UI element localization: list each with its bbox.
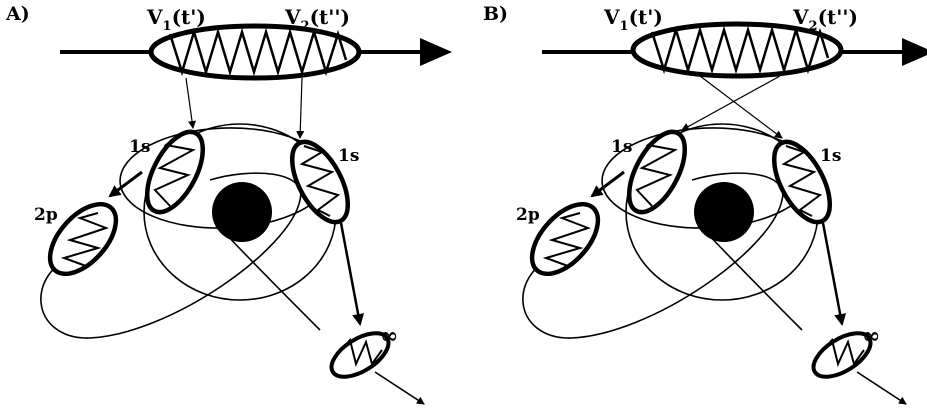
panel-a-arrow-v2 [296,77,305,139]
panel-b-v1-label: V1(t') [603,5,663,34]
panel-a-arrow-1s-2p [108,170,143,198]
panel-b-state-inf [811,331,873,379]
panel-b-arrow-v2 [699,75,783,139]
panel-b: B) V1(t') V2(t'') [483,3,927,405]
panel-a-v1-label: V1(t') [146,5,206,34]
panel-b-nucleus [694,182,754,242]
panel-a-label-1s-left: 1s [129,137,150,157]
panel-a-orbit-2p [40,172,302,339]
panel-a: A) V1(t') V2(t'') [5,3,452,405]
panel-b-ionization-path [703,229,803,331]
panel-a-ionization-path [221,229,321,331]
panel-b-state-2p [529,201,601,277]
panel-a-tag: A) [5,3,30,25]
panel-a-state-1s-left [144,129,206,215]
panel-a-arrow-1s-inf [339,222,365,326]
panel-b-arrow-v1 [681,75,781,131]
panel-b-tag: B) [483,3,508,25]
panel-b-label-inf: ∞ [862,323,880,349]
panel-b-arrow-1s-inf [821,222,847,326]
panel-b-v2-label: V2(t'') [792,5,858,34]
panel-b-state-1s-right [771,139,833,225]
panel-a-main-arrowhead [420,38,452,66]
panel-a-laser-pulse [148,23,362,81]
panel-b-main-arrowhead [902,38,927,66]
panel-b-laser-pulse [630,21,844,79]
panel-a-nucleus [212,182,272,242]
panel-b-arrow-escape [856,371,907,405]
panel-a-state-1s-right [289,139,351,225]
panel-a-label-inf: ∞ [380,323,398,349]
panel-a-state-inf [329,331,391,379]
panel-a-label-2p: 2p [34,205,58,225]
panel-b-state-1s-left [626,129,688,215]
panel-a-state-2p [47,201,119,277]
panel-b-arrow-1s-2p [590,170,625,198]
panel-a-arrow-escape [374,371,425,405]
panel-a-v2-label: V2(t'') [284,5,350,34]
panel-a-arrow-v1 [185,77,196,129]
panel-b-label-2p: 2p [516,205,540,225]
panel-a-label-1s-right: 1s [338,146,359,166]
panel-b-label-1s-right: 1s [820,146,841,166]
panel-b-orbit-2p [522,172,784,339]
panel-b-label-1s-left: 1s [611,137,632,157]
